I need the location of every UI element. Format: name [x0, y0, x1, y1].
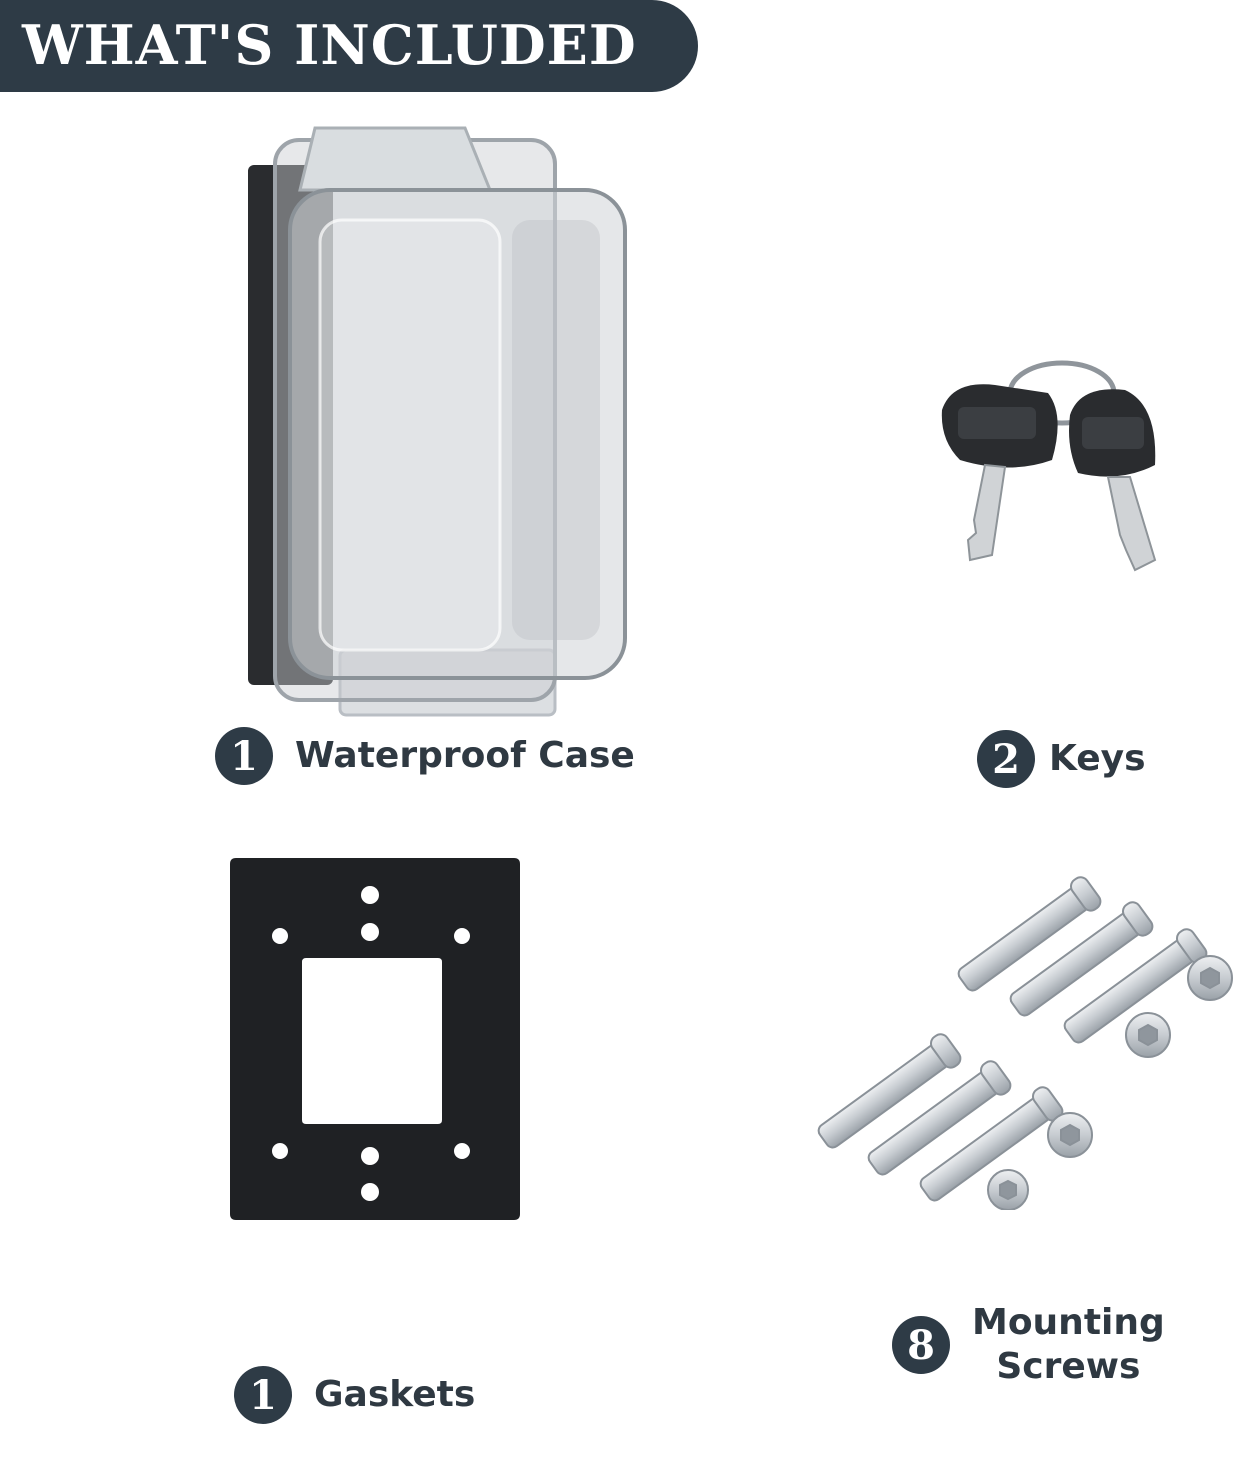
- short-screws: [987, 955, 1233, 1210]
- case-cover-inner: [318, 218, 502, 652]
- item-waterproof-case: 1 Waterproof Case: [215, 727, 635, 785]
- count-badge: 2: [977, 730, 1035, 788]
- count-badge: 1: [215, 727, 273, 785]
- screws-image: [817, 876, 1233, 1210]
- gasket-plate: [230, 858, 520, 1220]
- gasket-holes: [272, 886, 470, 1201]
- item-name: Mounting Screws: [972, 1301, 1165, 1389]
- key-right: [1069, 389, 1157, 572]
- item-keys: 2 Keys: [977, 730, 1146, 788]
- item-name-line-1: Mounting: [972, 1302, 1165, 1343]
- waterproof-case-image: [248, 126, 627, 717]
- count-badge: 1: [234, 1366, 292, 1424]
- item-gaskets: 1 Gaskets: [234, 1366, 475, 1424]
- item-name: Keys: [1049, 738, 1146, 779]
- case-hinge: [298, 126, 493, 192]
- case-inner-edge: [512, 220, 600, 640]
- item-name: Waterproof Case: [295, 735, 635, 776]
- keys-image: [941, 360, 1157, 572]
- long-screws: [817, 876, 1208, 1202]
- case-cover: [288, 188, 627, 680]
- gasket-image: [230, 858, 520, 1220]
- item-mounting-screws: 8 Mounting Screws: [892, 1301, 1165, 1389]
- count-badge: 8: [892, 1316, 950, 1374]
- item-name: Gaskets: [314, 1374, 476, 1415]
- page-title: WHAT'S INCLUDED: [22, 13, 637, 77]
- item-name-line-2: Screws: [996, 1346, 1141, 1387]
- key-left: [941, 384, 1058, 562]
- header-banner: WHAT'S INCLUDED: [0, 0, 698, 92]
